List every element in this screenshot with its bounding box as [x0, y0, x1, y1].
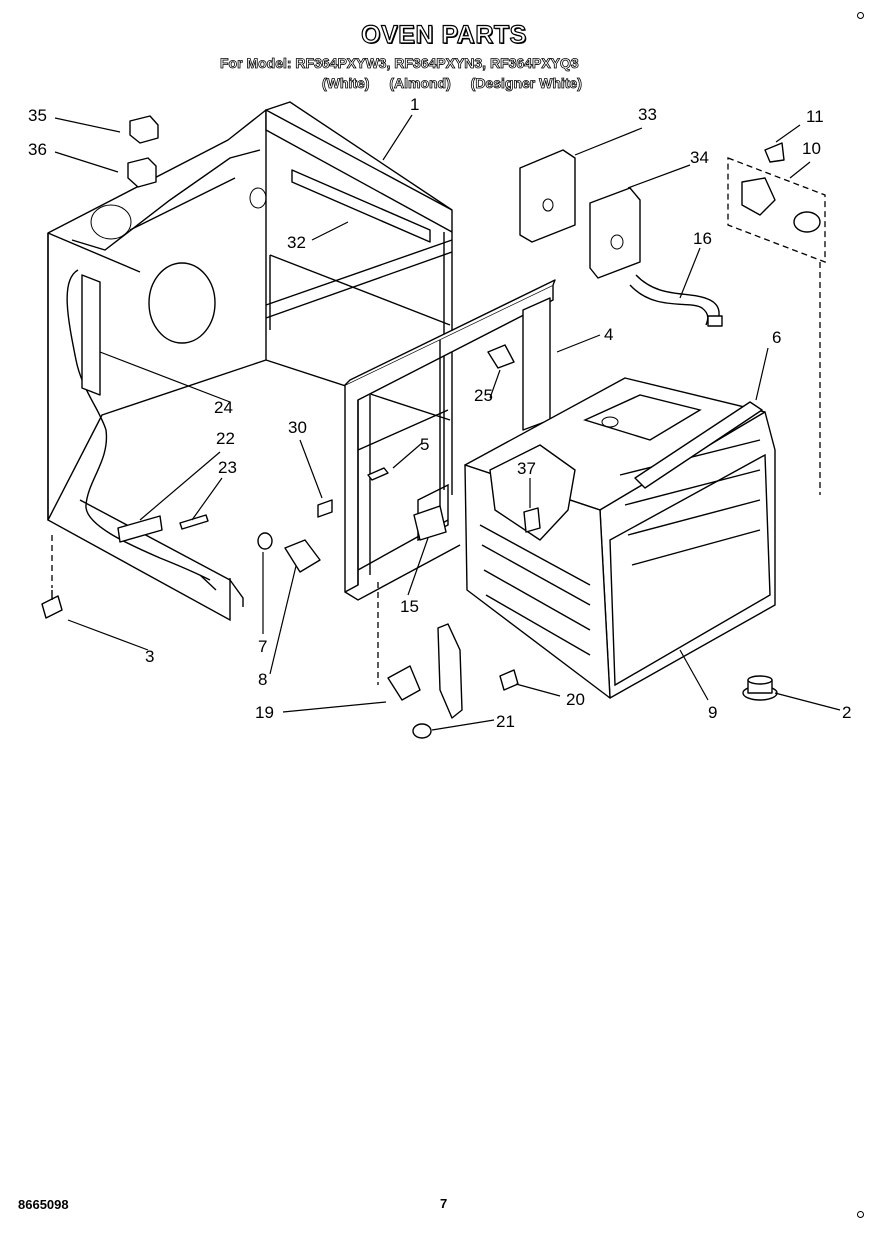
color-variants: (White) (Almond) (Designer White) [322, 75, 598, 92]
callout-30: 30 [288, 418, 307, 437]
callout-16: 16 [693, 229, 712, 248]
burner-assembly [437, 623, 463, 719]
wire-harness [66, 269, 211, 581]
part-19-valve [387, 665, 421, 701]
part-10-igniter [741, 177, 776, 216]
part-25-sensor [487, 344, 515, 369]
corner-mark-top-right [857, 12, 864, 19]
callout-labels: 1 2 3 4 5 6 7 8 9 10 11 15 16 19 20 21 2… [28, 95, 851, 731]
part-30-clip [317, 499, 333, 518]
page-number: 7 [440, 1196, 448, 1211]
color-variant: (White) [322, 75, 370, 92]
callout-6: 6 [772, 328, 781, 347]
callout-19: 19 [255, 703, 274, 722]
part-37-clip [523, 507, 541, 533]
callout-22: 22 [216, 429, 235, 448]
color-variant: (Designer White) [470, 75, 582, 92]
callout-3: 3 [145, 647, 154, 666]
color-variant: (Almond) [389, 75, 451, 92]
part-7-washer [257, 532, 273, 550]
callout-36: 36 [28, 140, 47, 159]
callout-24: 24 [214, 398, 233, 417]
cavity-support-bracket [634, 401, 763, 489]
page-title: OVEN PARTS [361, 20, 527, 49]
part-33-bracket [519, 149, 576, 243]
part-36-block [127, 157, 157, 188]
callout-8: 8 [258, 670, 267, 689]
callout-9: 9 [708, 703, 717, 722]
callout-7: 7 [258, 637, 267, 656]
callout-10: 10 [802, 139, 821, 158]
part-34-bracket [589, 187, 641, 279]
oven-chassis-frame [47, 101, 453, 622]
part-15-bracket [413, 505, 447, 541]
front-frame [344, 279, 556, 601]
callout-5: 5 [420, 435, 429, 454]
leader-lines [54, 114, 841, 731]
part-35-block [129, 115, 159, 144]
part-5-pin [367, 467, 389, 481]
callout-21: 21 [496, 712, 515, 731]
side-bracket [81, 274, 101, 396]
corner-mark-bottom-right [857, 1211, 864, 1218]
callout-20: 20 [566, 690, 585, 709]
callout-37: 37 [517, 459, 536, 478]
part-22-harness-clip [117, 515, 163, 543]
oven-cavity [464, 377, 776, 699]
callout-35: 35 [28, 106, 47, 125]
part-8-bracket [284, 539, 321, 573]
part-11-screw [764, 142, 785, 163]
callout-33: 33 [638, 105, 657, 124]
callout-1: 1 [410, 95, 419, 114]
part-23-rod [179, 514, 209, 530]
callout-32: 32 [287, 233, 306, 252]
callout-4: 4 [604, 325, 613, 344]
igniter-dashed-box [727, 157, 826, 263]
part-20-screw [499, 669, 519, 691]
callout-25: 25 [474, 386, 493, 405]
model-list: For Model: RF364PXYW3, RF364PXYN3, RF364… [220, 55, 579, 72]
document-number: 8665098 [18, 1197, 69, 1212]
callout-34: 34 [690, 148, 709, 167]
callout-11: 11 [806, 107, 824, 126]
callout-23: 23 [218, 458, 237, 477]
part-21-nut [412, 723, 432, 739]
callout-15: 15 [400, 597, 419, 616]
callout-2: 2 [842, 703, 851, 722]
